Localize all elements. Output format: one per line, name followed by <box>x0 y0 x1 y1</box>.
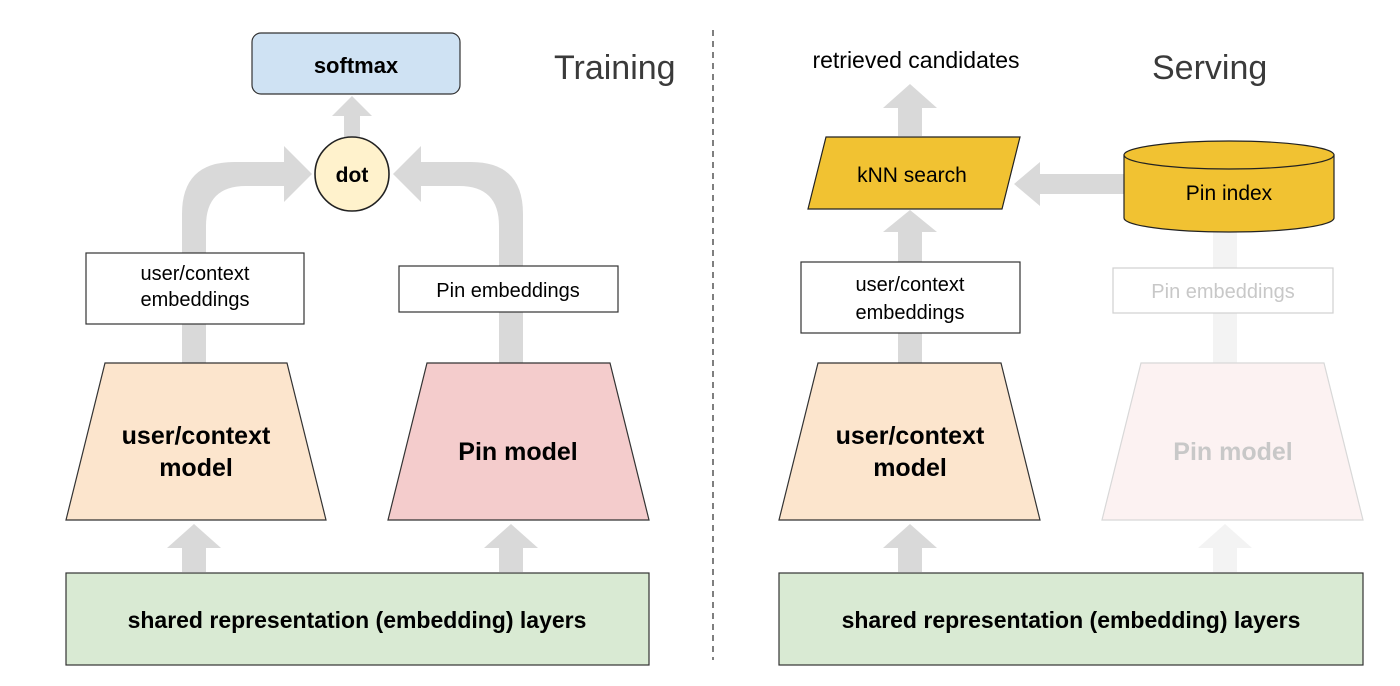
arrow-shared-to-user-model-training <box>167 524 221 572</box>
user-model-line2-serving: model <box>873 454 947 482</box>
arrow-dot-to-softmax <box>332 96 372 140</box>
arrow-pin-embeddings-to-dot <box>393 146 523 363</box>
user-model-line2-training: model <box>159 454 233 482</box>
dot-label: dot <box>336 164 369 187</box>
pin-model-trapezoid-training <box>387 362 650 521</box>
arrow-index-to-knn <box>1014 162 1126 206</box>
softmax-box <box>251 32 461 95</box>
pin-model-trapezoid-serving <box>1101 362 1364 521</box>
softmax-label: softmax <box>314 53 399 78</box>
pin-index-cylinder-body <box>1123 154 1335 233</box>
user-model-trapezoid-serving <box>778 362 1041 521</box>
shared-layers-box-training <box>65 572 650 666</box>
user-embeddings-line2-serving: embeddings <box>856 302 965 324</box>
user-model-line1-training: user/context <box>122 422 271 450</box>
arrow-shared-to-user-model-serving <box>883 524 937 572</box>
arrow-knn-to-retrieved <box>883 84 937 136</box>
serving-title: Serving <box>1152 49 1267 87</box>
pin-index-cylinder-top <box>1123 140 1335 170</box>
pin-embeddings-box-serving <box>1112 267 1334 314</box>
user-embeddings-line2-training: embeddings <box>141 289 250 311</box>
pin-model-label-training: Pin model <box>458 438 577 466</box>
user-embeddings-line1-training: user/context <box>141 263 250 285</box>
pin-model-label-serving: Pin model <box>1173 438 1292 466</box>
pin-embeddings-label-training: Pin embeddings <box>436 280 579 302</box>
knn-search-box <box>807 136 1021 210</box>
serving-panel: Serving retrieved candidates kNN search … <box>778 47 1364 666</box>
pin-embeddings-box-training <box>398 265 619 313</box>
user-embeddings-line1-serving: user/context <box>856 274 965 296</box>
retrieved-candidates-label: retrieved candidates <box>812 47 1019 73</box>
arrow-shared-to-pin-model-training <box>484 524 538 572</box>
dot-circle <box>314 136 390 212</box>
training-title: Training <box>554 49 676 87</box>
user-embeddings-box-training <box>85 252 305 325</box>
arrow-shared-to-pin-model-serving <box>1198 524 1252 572</box>
user-embeddings-box-serving <box>800 261 1021 334</box>
user-model-trapezoid-training <box>65 362 327 521</box>
shared-layers-label-serving: shared representation (embedding) layers <box>842 607 1301 633</box>
shared-layers-label-training: shared representation (embedding) layers <box>128 607 587 633</box>
user-model-line1-serving: user/context <box>836 422 985 450</box>
arrow-user-embeddings-to-dot <box>182 146 312 363</box>
pin-index-label: Pin index <box>1186 182 1273 205</box>
training-panel: softmax Training dot user/context embedd… <box>65 32 676 666</box>
pin-embeddings-label-serving: Pin embeddings <box>1151 281 1294 303</box>
shared-layers-box-serving <box>778 572 1364 666</box>
knn-search-label: kNN search <box>857 164 967 187</box>
